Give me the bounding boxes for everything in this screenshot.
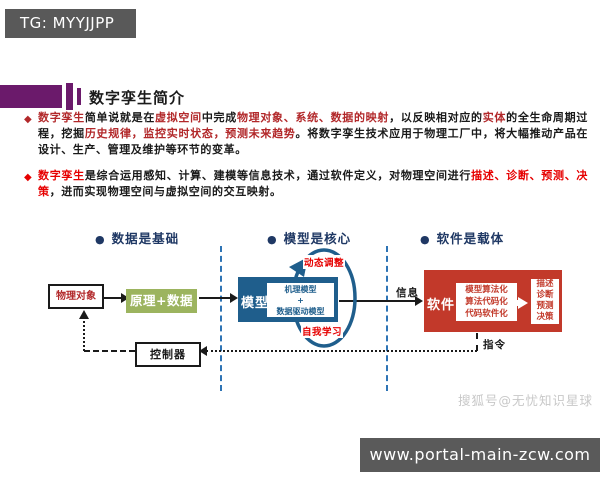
text-segment: 数字孪生 [38,111,85,124]
arrow-left-icon [199,346,207,356]
command-line-dashed [476,333,478,351]
intro-paragraph-2: 数字孪生是综合运用感知、计算、建模等信息技术，通过软件定义，对物理空间进行描述、… [38,168,588,200]
software-output: 诊断 [536,290,554,300]
section-header-data: ● 数据是基础 [95,228,179,247]
controller-line-dashed [84,350,135,352]
text-segment: 是综合运用感知、计算、建模等信息技术，通过软件定义，对物理空间进行 [84,169,472,182]
software-outputs-box: 描述 诊断 预测 决策 [531,279,559,324]
arrow-right-icon [415,296,423,306]
title-accent-rect [0,85,62,108]
section-header-model: ● 模型是核心 [267,228,351,247]
bullet-icon: ● [420,233,431,246]
physical-object-box: 物理对象 [48,284,104,309]
page-title: 数字孪生简介 [89,89,186,107]
watermark-text: 搜狐号@无忧知识星球 [458,393,594,408]
text-segment: 物理对象、系统、数据的映射 [236,111,390,124]
white-arrow-icon [518,297,528,309]
software-output: 预测 [536,301,554,311]
software-box-label: 软件 [427,298,456,313]
software-output: 决策 [536,312,554,322]
model-inner-line: 数据驱动模型 [276,307,325,316]
model-inner-line: 机理模型 [284,285,317,294]
intro-paragraph-1: 数字孪生简单说就是在虚拟空间中完成物理对象、系统、数据的映射，以反映相对应的实体… [38,110,588,158]
diamond-bullet-icon: ◆ [24,114,32,125]
model-inner-box: 机理模型 + 数据驱动模型 [267,283,334,317]
section-header-software: ● 软件是载体 [420,228,504,247]
bullet-icon: ● [267,233,278,246]
text-segment: 的全生命周期过程，挖掘 [38,111,588,140]
model-inner-line: + [297,296,304,305]
section-divider-dashed [220,246,222,391]
arrow-right-icon [230,293,238,303]
feedback-line-dotted [206,350,477,352]
principle-data-box: 原理+数据 [126,289,197,313]
command-flow-label: 指令 [483,339,506,351]
text-segment: ，以反映相对应的 [389,111,483,124]
text-segment: 实体 [482,111,507,124]
footer-url-bar: www.portal-main-zcw.com [360,438,600,472]
tg-badge: TG: MYYJJPP [5,9,136,38]
text-segment: 简单说就是在 [84,111,156,124]
section-divider-dashed [386,246,388,391]
section-header-label: 软件是载体 [436,231,505,246]
software-step: 代码软件化 [465,309,508,319]
software-step: 算法代码化 [465,297,508,307]
text-segment: 数字孪生 [38,169,85,182]
controller-line-dotted [83,317,85,351]
title-accent-bar-thin [77,88,81,105]
white-arrow-icon [514,300,520,306]
controller-box: 控制器 [135,342,201,367]
text-segment: 。将数字孪生技术应用于物理工厂中，将大幅推动产品在设计、生产、管理及维护等环节的… [38,127,588,156]
title-accent-bar-thick [66,83,73,110]
text-segment: 描述、诊断、预测、决策 [38,169,588,198]
info-flow-label: 信息 [396,287,419,299]
text-segment: 虚拟空间 [155,111,202,124]
text-segment: 历史规律，监控实时状态，预测未来趋势 [84,127,296,140]
flow-line [199,297,232,299]
flow-line [339,300,417,302]
diamond-bullet-icon: ◆ [24,172,32,183]
text-segment: ，进而实现物理空间与虚拟空间的交互映射。 [49,185,282,198]
software-output: 描述 [536,279,554,289]
section-header-label: 模型是核心 [283,231,352,246]
model-box-label: 模型 [241,296,270,311]
software-steps-box: 模型算法化 算法代码化 代码软件化 [456,283,517,321]
arrow-up-icon [79,310,89,319]
dynamic-adjust-label: 动态调整 [303,255,346,269]
flow-line [102,297,123,299]
self-learning-label: 自我学习 [301,324,344,338]
arrow-right-icon [121,293,129,303]
bullet-icon: ● [95,233,106,246]
text-segment: 中完成 [201,111,237,124]
software-step: 模型算法化 [465,285,508,295]
section-header-label: 数据是基础 [111,231,180,246]
